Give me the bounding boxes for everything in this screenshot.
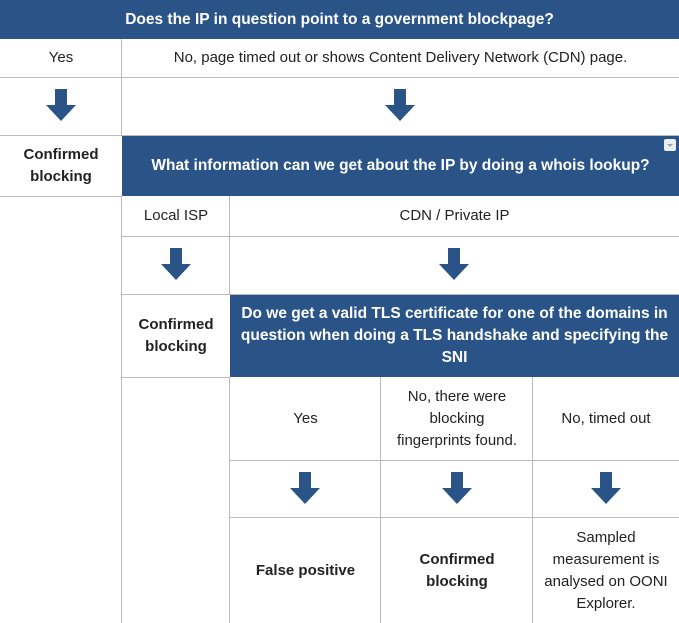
sampled-measurement-label: Sampled measurement is analysed on OONI … bbox=[544, 528, 668, 612]
question-2-header: What information can we get about the IP… bbox=[122, 136, 679, 196]
q1-yes-cell: Yes bbox=[0, 39, 122, 77]
false-positive-label: False positive bbox=[255, 561, 356, 579]
question-3-title: Do we get a valid TLS certificate for on… bbox=[240, 305, 669, 366]
q3-confirmed-blocking-label: Confirmed blocking bbox=[419, 550, 495, 590]
down-arrow-icon bbox=[385, 89, 415, 121]
grid-line bbox=[122, 377, 230, 378]
down-arrow-icon bbox=[439, 248, 469, 280]
down-arrow-icon bbox=[442, 472, 472, 504]
q1-yes-label: Yes bbox=[48, 49, 74, 66]
q2-cdn-label: CDN / Private IP bbox=[399, 207, 510, 224]
q2-local-isp-label: Local ISP bbox=[143, 207, 209, 224]
down-arrow-icon bbox=[591, 472, 621, 504]
grid-line bbox=[0, 77, 679, 78]
grid-line bbox=[532, 377, 533, 623]
q1-no-cell: No, page timed out or shows Content Deli… bbox=[122, 39, 679, 77]
grid-line bbox=[229, 377, 230, 623]
grid-line bbox=[380, 377, 381, 623]
grid-line bbox=[230, 460, 679, 461]
q1-confirmed-blocking-label: Confirmed blocking bbox=[23, 146, 99, 185]
q2-confirmed-blocking-cell: Confirmed blocking bbox=[122, 295, 230, 377]
q2-local-isp-cell: Local ISP bbox=[122, 196, 230, 236]
q2-cdn-cell: CDN / Private IP bbox=[230, 196, 679, 236]
sampled-measurement-cell: Sampled measurement is analysed on OONI … bbox=[533, 518, 679, 623]
q3-timeout-cell: No, timed out bbox=[533, 377, 679, 460]
q2-confirmed-blocking-label: Confirmed blocking bbox=[138, 316, 214, 355]
dropdown-icon[interactable] bbox=[664, 139, 676, 151]
q3-confirmed-blocking-cell: Confirmed blocking bbox=[381, 518, 533, 623]
false-positive-cell: False positive bbox=[230, 518, 381, 623]
q3-fingerprints-cell: No, there were blocking fingerprints fou… bbox=[381, 377, 533, 460]
question-3-header: Do we get a valid TLS certificate for on… bbox=[230, 295, 679, 377]
grid-line bbox=[230, 517, 679, 518]
grid-line bbox=[229, 196, 230, 295]
q1-no-label: No, page timed out or shows Content Deli… bbox=[173, 49, 628, 66]
down-arrow-icon bbox=[290, 472, 320, 504]
grid-line bbox=[0, 135, 679, 136]
down-arrow-icon bbox=[161, 248, 191, 280]
q3-fingerprints-label: No, there were blocking fingerprints fou… bbox=[396, 387, 518, 449]
grid-line bbox=[122, 294, 679, 295]
q3-yes-cell: Yes bbox=[230, 377, 381, 460]
grid-line bbox=[0, 196, 122, 197]
q1-confirmed-blocking-cell: Confirmed blocking bbox=[0, 136, 122, 196]
q3-timeout-label: No, timed out bbox=[561, 409, 651, 427]
grid-line bbox=[121, 196, 122, 623]
question-1-title: Does the IP in question point to a gover… bbox=[125, 10, 554, 28]
q3-yes-label: Yes bbox=[293, 409, 318, 427]
grid-line bbox=[122, 236, 679, 237]
question-1-header: Does the IP in question point to a gover… bbox=[0, 0, 679, 39]
down-arrow-icon bbox=[46, 89, 76, 121]
grid-line bbox=[121, 39, 122, 136]
question-2-title: What information can we get about the IP… bbox=[151, 157, 650, 174]
